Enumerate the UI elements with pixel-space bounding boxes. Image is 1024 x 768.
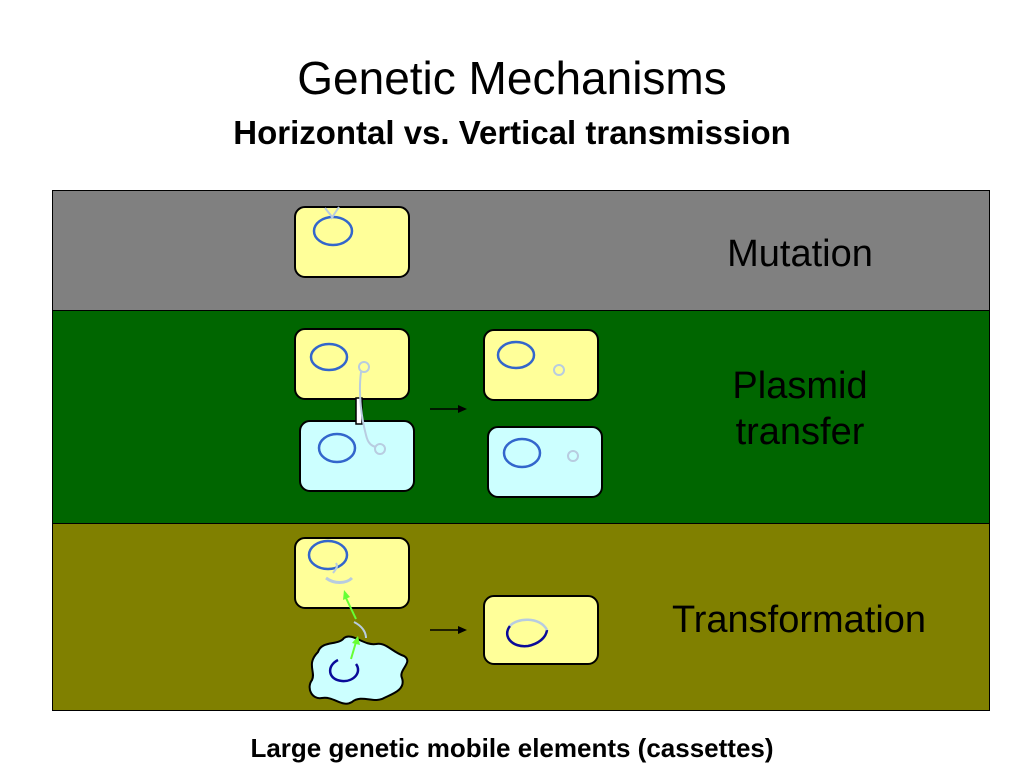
plasmid-label-line1: Plasmid [732,365,868,407]
transform-cell [294,537,410,609]
uptake-arrowhead-lower-icon [352,636,360,645]
result-cell-blue [487,426,603,498]
plasmid-recipient-group [299,420,415,492]
plasmid-donor-group [294,328,410,400]
arrow-head-icon [458,405,467,413]
transformed-cell-group [483,595,599,665]
transformed-cell [483,595,599,665]
mutation-cell [294,206,410,278]
dna-fragment [353,621,367,639]
mutation-row [52,190,990,311]
donor-chromosome [309,342,349,372]
incoming-fragment-b [332,562,338,574]
transformation-recipient-group [294,537,410,609]
transformation-label: Transformation [671,599,927,641]
donor-plasmid [358,361,370,373]
result-blue-chromosome [502,437,542,469]
plasmid-label-line2: transfer [735,411,865,453]
transformed-chromosome-insert [509,618,549,631]
plasmid-arrow [430,405,467,413]
incoming-fragment-a [325,576,354,584]
donor-cell [294,328,410,400]
plasmid-result-group [483,329,603,498]
uptake-arrow-lower [350,641,357,660]
recipient-plasmid [374,443,386,455]
mutation-cell-group [294,206,410,278]
result-yellow-chromosome [496,340,536,370]
transformed-chromosome-new [505,625,549,648]
lysed-cell-group [308,621,409,705]
mutation-mark-icon [324,206,340,220]
arrow-head-icon [458,626,467,634]
result-cell-yellow [483,329,599,401]
conjugation-pilus [355,371,377,448]
lysed-chromosome [329,658,360,683]
plasmid-strand [358,371,377,448]
transform-chromosome [307,539,349,571]
result-blue-plasmid [567,450,579,462]
recipient-chromosome [317,432,357,464]
uptake-arrow-upper [345,597,357,620]
mutation-label: Mutation [727,233,873,275]
footer-caption: Large genetic mobile elements (cassettes… [250,733,774,763]
page-subtitle: Horizontal vs. Vertical transmission [233,114,791,151]
result-yellow-plasmid [553,364,565,376]
uptake-arrows [343,590,360,660]
plasmid-transfer-label: Plasmid transfer [680,363,920,455]
page-title: Genetic Mechanisms [297,52,727,104]
recipient-cell [299,420,415,492]
uptake-arrowhead-upper-icon [343,590,350,600]
transformation-arrow [430,626,467,634]
